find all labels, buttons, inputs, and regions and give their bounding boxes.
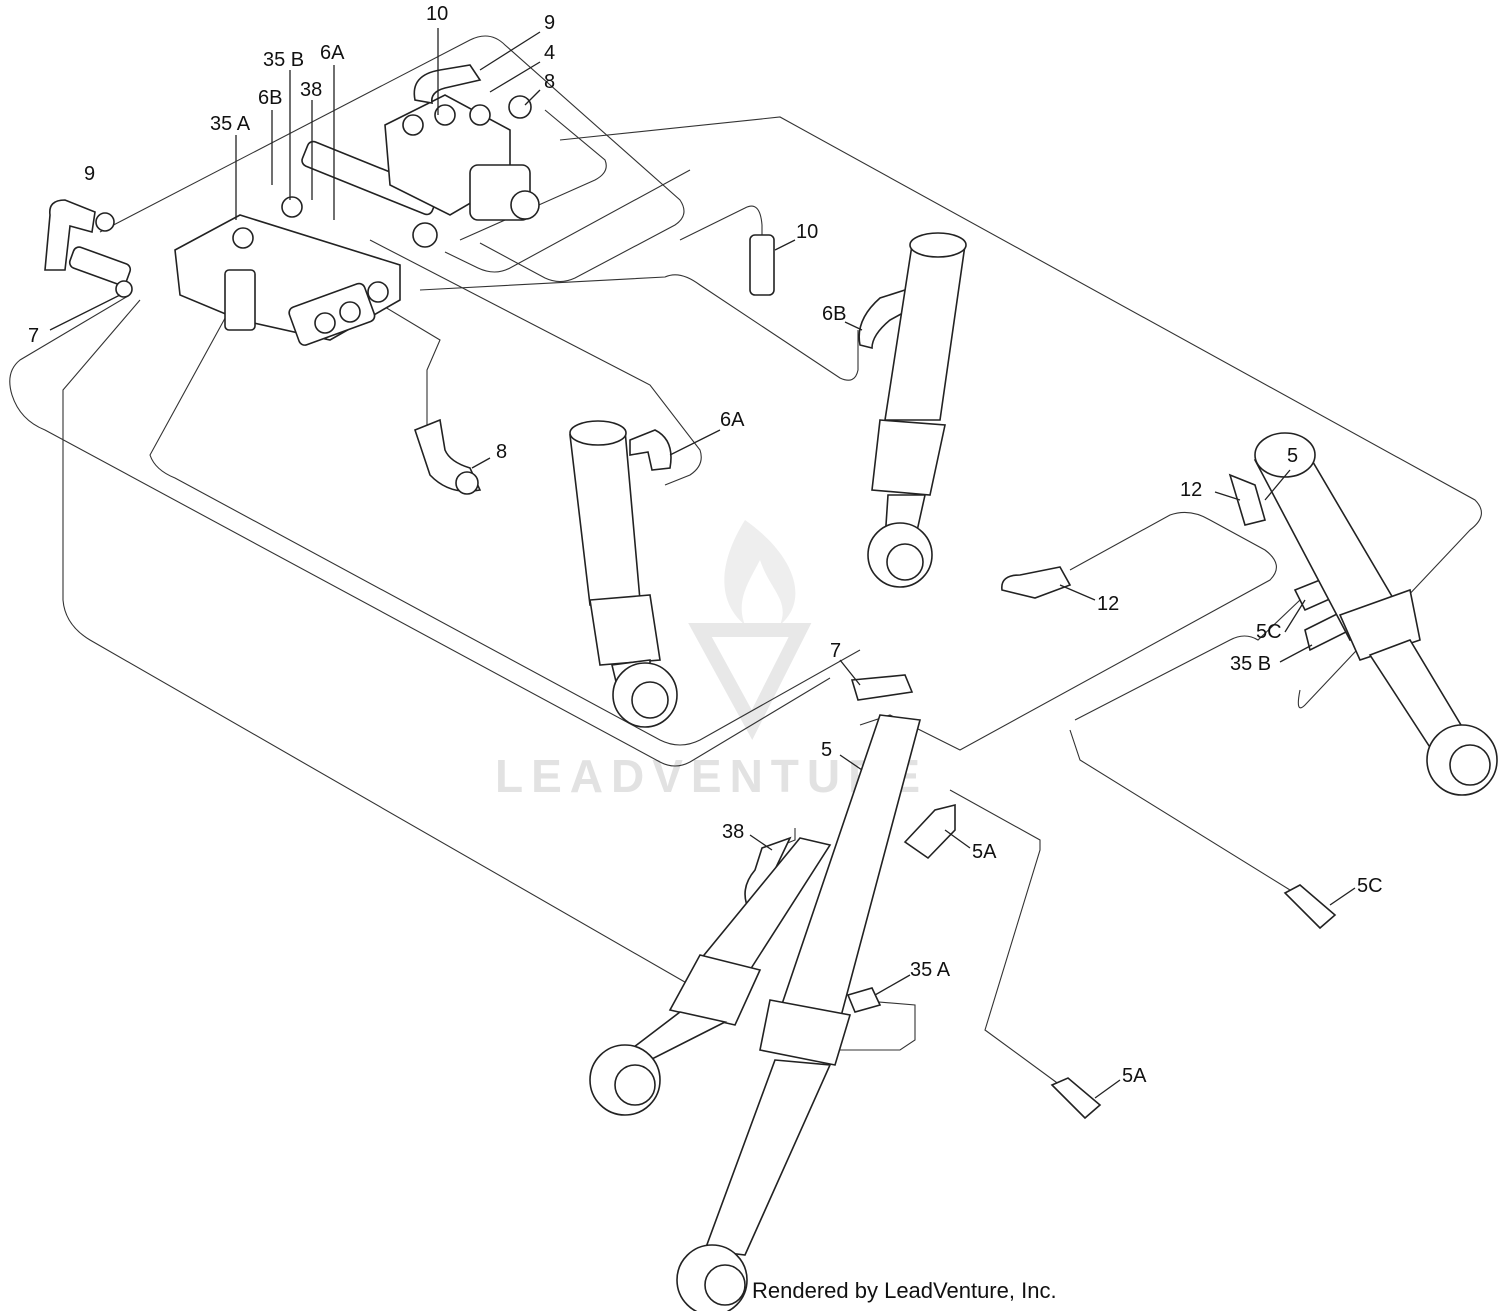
callout-8-mid: 8	[496, 441, 507, 463]
cylinder-right	[1253, 432, 1498, 796]
cylinder-center	[569, 420, 678, 728]
callout-6b-top: 6B	[258, 87, 282, 109]
callout-6a-top: 6A	[320, 42, 345, 64]
control-valve-left	[174, 140, 439, 346]
callout-5a-b: 5A	[1122, 1065, 1147, 1087]
callout-10-mid: 10	[796, 221, 818, 243]
callout-12-b: 12	[1097, 593, 1119, 615]
callout-labels: 10 9 4 8 35 B 6A 6B 38 35 A 9 7 10 6B 8 …	[28, 3, 1383, 1087]
fittings	[414, 234, 1352, 1120]
callout-38-top: 38	[300, 79, 322, 101]
callout-35a-top: 35 A	[210, 113, 251, 135]
callout-7-left: 7	[28, 325, 39, 347]
callout-35b-top: 35 B	[263, 49, 304, 71]
leadventure-watermark: LEADVENTURE	[495, 520, 928, 802]
callout-6b-mid: 6B	[822, 303, 846, 325]
fitting-group-left	[44, 199, 133, 298]
watermark-text: LEADVENTURE	[495, 750, 928, 802]
callout-4: 4	[544, 42, 555, 64]
cylinder-bottom-left	[589, 837, 832, 1116]
callout-35b-right: 35 B	[1230, 653, 1271, 675]
callout-5-bottom: 5	[821, 739, 832, 761]
control-valve-right	[384, 64, 540, 221]
footer-credit: Rendered by LeadVenture, Inc.	[752, 1278, 1057, 1303]
callout-9-left: 9	[84, 163, 95, 185]
hose-routes	[9, 35, 1482, 1086]
callout-9-top: 9	[544, 12, 555, 34]
callout-5a-a: 5A	[972, 841, 997, 863]
cylinder-bottom-center	[676, 714, 922, 1311]
callout-8-top: 8	[544, 71, 555, 93]
leader-lines	[49, 28, 1356, 1099]
callout-5c-b: 5C	[1357, 875, 1383, 897]
callout-7-mid: 7	[830, 640, 841, 662]
callout-5-right: 5	[1287, 445, 1298, 467]
callout-38-bottom: 38	[722, 821, 744, 843]
callout-10-top: 10	[426, 3, 448, 25]
callout-35a-bottom: 35 A	[910, 959, 951, 981]
callout-12-a: 12	[1180, 479, 1202, 501]
callout-5c-a: 5C	[1256, 621, 1282, 643]
cylinder-upper-right	[867, 232, 967, 588]
callout-6a-mid: 6A	[720, 409, 745, 431]
